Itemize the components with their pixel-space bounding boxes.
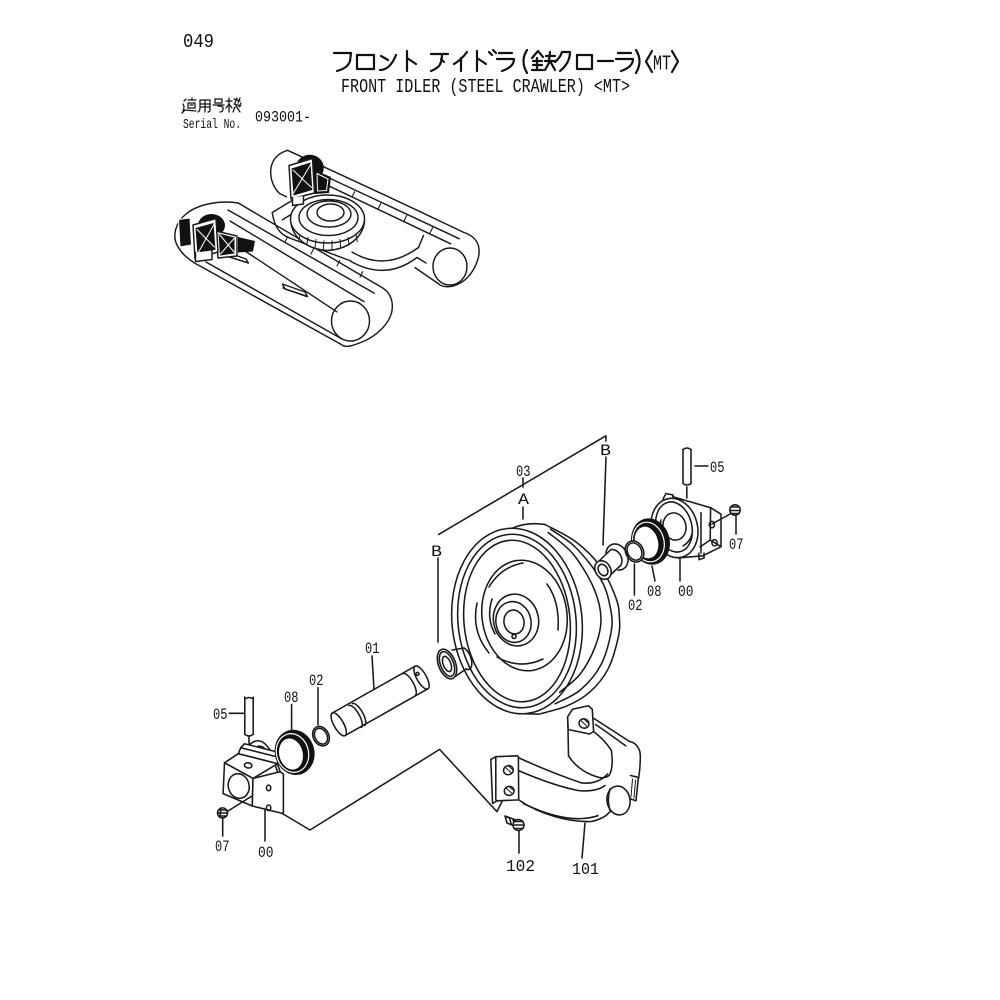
svg-text:101: 101: [572, 861, 599, 880]
svg-text:Serial No.: Serial No.: [183, 117, 241, 133]
svg-text:B: B: [600, 442, 611, 460]
svg-text:FRONT IDLER (STEEL CRAWLER) <M: FRONT IDLER (STEEL CRAWLER) <MT>: [341, 76, 630, 98]
svg-text:MT: MT: [653, 54, 671, 77]
svg-text:00: 00: [678, 583, 694, 601]
svg-text:01: 01: [365, 640, 380, 658]
svg-text:08: 08: [647, 583, 662, 601]
svg-text:05: 05: [213, 706, 228, 724]
svg-text:05: 05: [710, 459, 725, 477]
svg-text:102: 102: [506, 858, 535, 877]
svg-text:00: 00: [258, 844, 274, 862]
svg-text:08: 08: [284, 689, 299, 707]
svg-text:07: 07: [729, 536, 744, 554]
svg-text:07: 07: [215, 838, 230, 856]
svg-text:03: 03: [516, 463, 531, 481]
svg-text:A: A: [518, 491, 529, 509]
svg-text:B: B: [431, 543, 442, 561]
svg-text:02: 02: [628, 597, 643, 615]
svg-text:093001-: 093001-: [255, 109, 311, 127]
svg-text:02: 02: [309, 672, 324, 690]
svg-text:049: 049: [183, 31, 214, 53]
